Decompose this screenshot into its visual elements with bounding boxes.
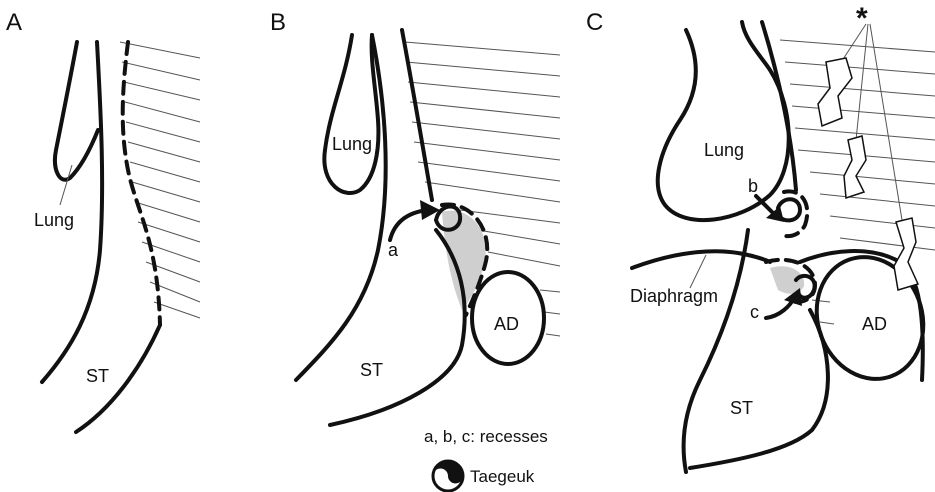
panel-b-st-label: ST xyxy=(360,360,383,380)
panel-b-ad-label: AD xyxy=(494,314,519,334)
taegeuk-icon xyxy=(433,461,463,491)
panel-c-fragment-2 xyxy=(844,136,866,198)
panel-a-dashed-line xyxy=(123,42,160,325)
legend: a, b, c: recesses Taegeuk xyxy=(424,427,548,491)
panel-c-recess-c-label: c xyxy=(750,302,759,322)
panel-b-lung-outline xyxy=(324,35,378,193)
panel-c-fragment-1 xyxy=(818,58,852,126)
panel-c-letter: C xyxy=(586,9,603,36)
legend-symbol-label: Taegeuk xyxy=(470,467,535,486)
panel-c-st-left xyxy=(684,230,748,472)
panel-a-st-label: ST xyxy=(86,366,109,386)
panel-c-ad-label: AD xyxy=(862,314,887,334)
panel-c-lung-label: Lung xyxy=(704,140,744,160)
panel-a-lung-outline xyxy=(55,42,98,180)
panel-c-st-right xyxy=(690,310,828,468)
panel-a-letter: A xyxy=(6,9,22,36)
panel-c-fragment-3 xyxy=(894,218,918,290)
panel-b-lung-label: Lung xyxy=(332,134,372,154)
panel-c-recess-b-label: b xyxy=(748,176,758,196)
panel-b-letter: B xyxy=(270,9,286,36)
panel-c-asterisk: * xyxy=(856,2,868,35)
panel-a: A Lung ST xyxy=(6,9,200,432)
panel-c-wall xyxy=(762,22,796,190)
panel-a-lung-label: Lung xyxy=(34,210,74,230)
legend-recesses-text: a, b, c: recesses xyxy=(424,427,548,446)
panel-c: C xyxy=(586,2,935,472)
panel-b: B a xyxy=(270,9,560,425)
panel-c-st-label: ST xyxy=(730,398,753,418)
panel-b-wall-inner xyxy=(402,30,432,200)
panel-c-diaphragm-label: Diaphragm xyxy=(630,286,718,306)
panel-b-recess-label: a xyxy=(388,240,399,260)
